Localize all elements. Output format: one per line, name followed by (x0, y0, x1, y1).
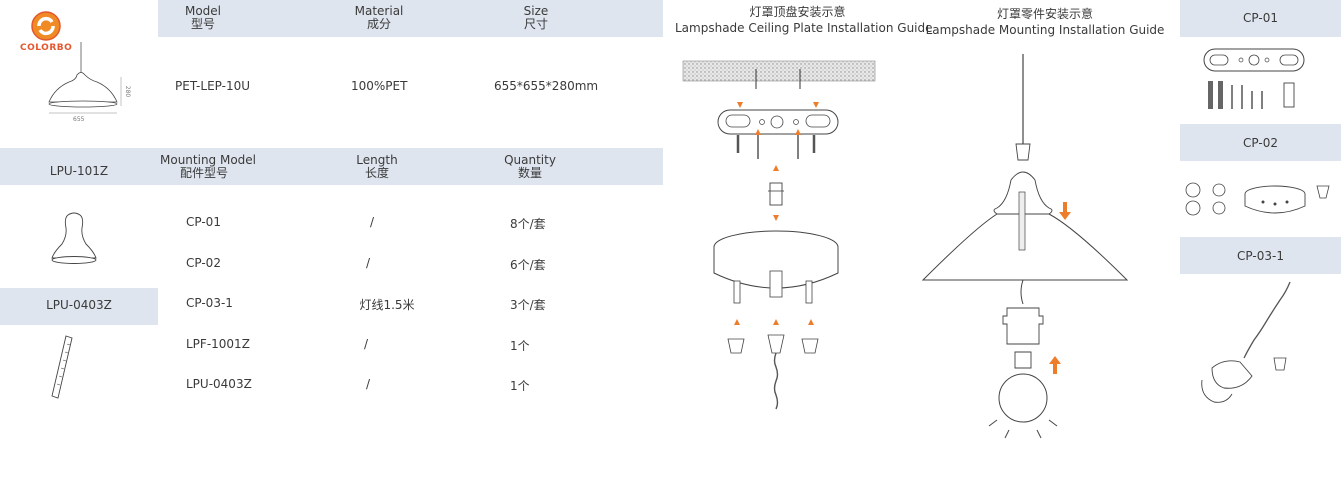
cp02-parts-sketch (1185, 182, 1330, 216)
left-label-band-a (0, 148, 158, 185)
right-band-cp01 (1180, 0, 1341, 37)
ceiling-guide-title-en: Lampshade Ceiling Plate Installation Gui… (675, 21, 933, 35)
brand-name: COLORBO (20, 43, 73, 53)
top-cap-sketch (51, 212, 97, 264)
mounting-guide-title-en: Lampshade Mounting Installation Guide (925, 23, 1165, 37)
parts-row-qty: 8个/套 (510, 217, 546, 231)
header-model-zh: 型号 (190, 17, 215, 31)
parts-row-model: CP-01 (186, 215, 221, 229)
parts-row-qty: 1个 (510, 379, 530, 393)
left-label-part-b: LPU-0403Z (46, 298, 112, 312)
header-material: Material 成分 (334, 5, 424, 31)
right-band-cp02 (1180, 124, 1341, 161)
parts-header-model-zh: 配件型号 (180, 166, 229, 180)
cp01-parts-sketch (1203, 48, 1305, 109)
parts-header-quantity-zh: 数量 (517, 166, 542, 180)
header-model-en: Model (184, 4, 222, 18)
product-size: 655*655*280mm (494, 79, 599, 93)
header-material-zh: 成分 (366, 17, 391, 31)
parts-row-length: / (363, 337, 369, 351)
product-header-band (158, 0, 663, 37)
right-label-cp031: CP-03-1 (1237, 249, 1284, 263)
lampshade-mounting-diagram (921, 54, 1129, 439)
cp031-parts-sketch (1201, 281, 1291, 403)
left-label-band-b (0, 288, 158, 325)
mounting-guide-title: 灯罩零件安装示意 Lampshade Mounting Installation… (925, 6, 1165, 38)
header-model: Model 型号 (158, 5, 248, 31)
ceiling-guide-title-zh: 灯罩顶盘安装示意 (749, 5, 846, 19)
parts-row-length: / (365, 377, 371, 391)
parts-header-quantity: Quantity 数量 (485, 154, 575, 180)
parts-header-length-en: Length (356, 153, 398, 167)
ceiling-plate-diagram (682, 60, 876, 410)
parts-header-length: Length 长度 (332, 154, 422, 180)
parts-header-band (158, 148, 663, 185)
lamp-dimension-drawing (48, 42, 122, 114)
parts-row-model: CP-02 (186, 256, 221, 270)
product-model: PET-LEP-10U (175, 79, 250, 93)
mounting-guide-title-zh: 灯罩零件安装示意 (996, 7, 1093, 21)
parts-header-model: Mounting Model 配件型号 (160, 154, 260, 180)
right-band-cp031 (1180, 237, 1341, 274)
left-label-part-a: LPU-101Z (49, 164, 109, 178)
parts-row-qty: 1个 (510, 339, 530, 353)
ceiling-guide-title: 灯罩顶盘安装示意 Lampshade Ceiling Plate Install… (675, 4, 933, 36)
parts-row-length: / (369, 215, 375, 229)
product-material: 100%PET (351, 79, 408, 93)
parts-row-length: 灯线1.5米 (359, 298, 415, 312)
parts-row-model: LPF-1001Z (186, 337, 250, 351)
right-label-cp02: CP-02 (1243, 136, 1278, 150)
threaded-rod-sketch (51, 335, 73, 399)
dimension-width-label: 655 (73, 116, 85, 123)
parts-row-model: CP-03-1 (186, 296, 233, 310)
header-size-zh: 尺寸 (523, 17, 548, 31)
parts-header-model-en: Mounting Model (160, 153, 257, 167)
header-material-en: Material (354, 4, 404, 18)
parts-row-qty: 3个/套 (510, 298, 546, 312)
logo-icon (31, 11, 61, 41)
parts-row-length: / (365, 256, 371, 270)
parts-row-qty: 6个/套 (510, 258, 546, 272)
parts-header-length-zh: 长度 (364, 166, 389, 180)
dimension-height-label: 280 (124, 85, 132, 98)
right-label-cp01: CP-01 (1243, 11, 1278, 25)
header-size-en: Size (523, 4, 549, 18)
header-size: Size 尺寸 (491, 5, 581, 31)
parts-header-quantity-en: Quantity (504, 153, 556, 167)
parts-row-model: LPU-0403Z (186, 377, 252, 391)
